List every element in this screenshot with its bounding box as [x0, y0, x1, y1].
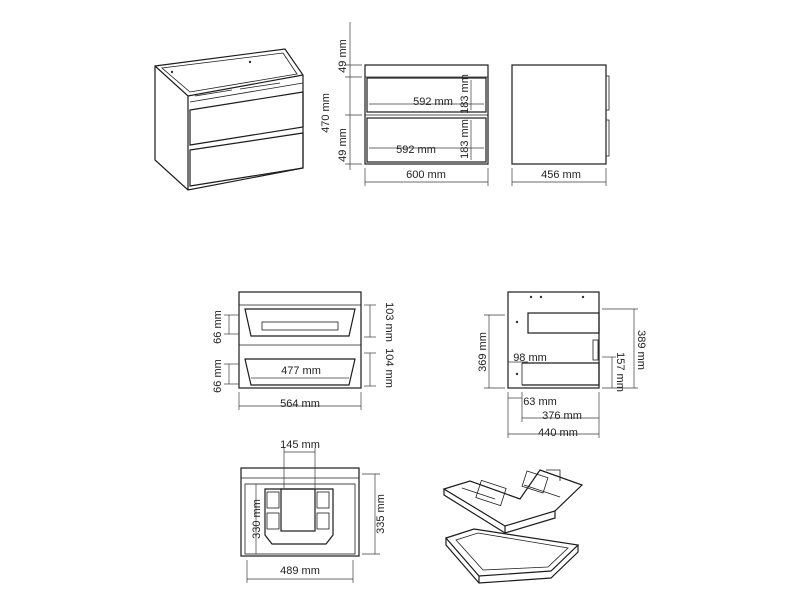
- front-elevation-view: [345, 22, 489, 186]
- top-drawer-width-label: 489 mm: [280, 565, 320, 577]
- front-drawer-width-bottom-label: 592 mm: [396, 144, 436, 156]
- inner-front-drawer-width-label: 477 mm: [281, 365, 321, 377]
- inner-side-drawer-depth-label: 376 mm: [542, 410, 582, 422]
- front-top-gap-label: 49 mm: [337, 39, 349, 73]
- front-height-label: 470 mm: [320, 93, 332, 133]
- inner-front-right-upper-label: 103 mm: [383, 302, 395, 342]
- inner-front-left-upper-label: 66 mm: [212, 310, 224, 344]
- top-inner-depth-label: 330 mm: [251, 499, 263, 539]
- inner-front-view: [224, 291, 376, 410]
- inner-front-left-lower-label: 66 mm: [212, 359, 224, 393]
- inner-side-right-height-label: 389 mm: [635, 330, 647, 370]
- front-drawer-height-top-label: 183 mm: [459, 74, 471, 114]
- inner-side-bottom-offset-label: 63 mm: [523, 396, 557, 408]
- inner-front-width-label: 564 mm: [280, 398, 320, 410]
- top-plan-view: [240, 448, 380, 583]
- top-outer-depth-label: 335 mm: [375, 494, 387, 534]
- isometric-cabinet-view: [154, 48, 304, 191]
- side-depth-label: 456 mm: [541, 169, 581, 181]
- inner-front-right-lower-label: 104 mm: [383, 348, 395, 388]
- inner-side-drawer-height-label: 157 mm: [614, 352, 626, 392]
- front-drawer-height-bottom-label: 183 mm: [459, 119, 471, 159]
- front-bottom-gap-label: 49 mm: [337, 128, 349, 162]
- inner-side-section-view: [484, 291, 638, 438]
- exploded-drawers-view: [442, 469, 584, 584]
- front-drawer-width-top-label: 592 mm: [413, 96, 453, 108]
- front-overall-width-label: 600 mm: [406, 169, 446, 181]
- inner-side-inner-offset-label: 98 mm: [513, 352, 547, 364]
- inner-side-left-height-label: 369 mm: [477, 332, 489, 372]
- top-cutout-width-label: 145 mm: [280, 439, 320, 451]
- side-elevation-view: [511, 64, 610, 186]
- inner-side-overall-depth-label: 440 mm: [538, 427, 578, 439]
